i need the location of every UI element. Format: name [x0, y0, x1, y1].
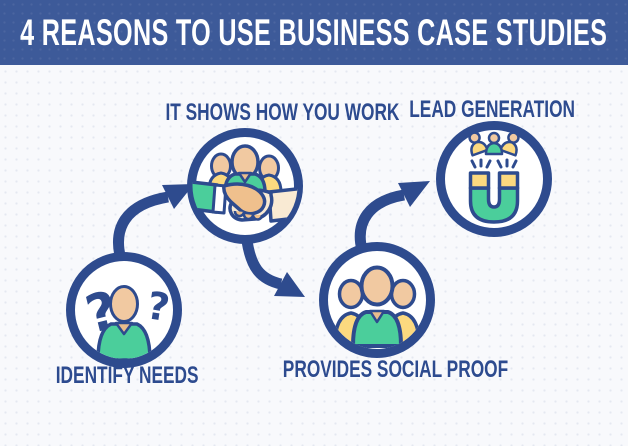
- page-title: 4 REASONS TO USE BUSINESS CASE STUDIES: [20, 11, 608, 53]
- step-label-shows-how-you-work: IT SHOWS HOW YOU WORK: [165, 99, 400, 126]
- arrow-3-head-icon: [398, 181, 430, 207]
- handshake-team-icon: [187, 128, 303, 244]
- step-label-social-proof: PROVIDES SOCIAL PROOF: [282, 356, 509, 383]
- arrow-3-curve: [354, 189, 406, 252]
- arrow-1-head-icon: [162, 184, 194, 209]
- title-banner: 4 REASONS TO USE BUSINESS CASE STUDIES: [0, 0, 628, 65]
- step-label-identify-needs: IDENTIFY NEEDS: [55, 362, 199, 389]
- person-question-marks-icon: ? ?: [66, 252, 182, 368]
- magnet-attracting-people-icon: [436, 121, 552, 237]
- people-group-icon: [319, 242, 435, 358]
- arrow-2-curve: [241, 240, 283, 290]
- arrow-2-head-icon: [274, 272, 305, 297]
- step-label-lead-generation: LEAD GENERATION: [409, 96, 575, 123]
